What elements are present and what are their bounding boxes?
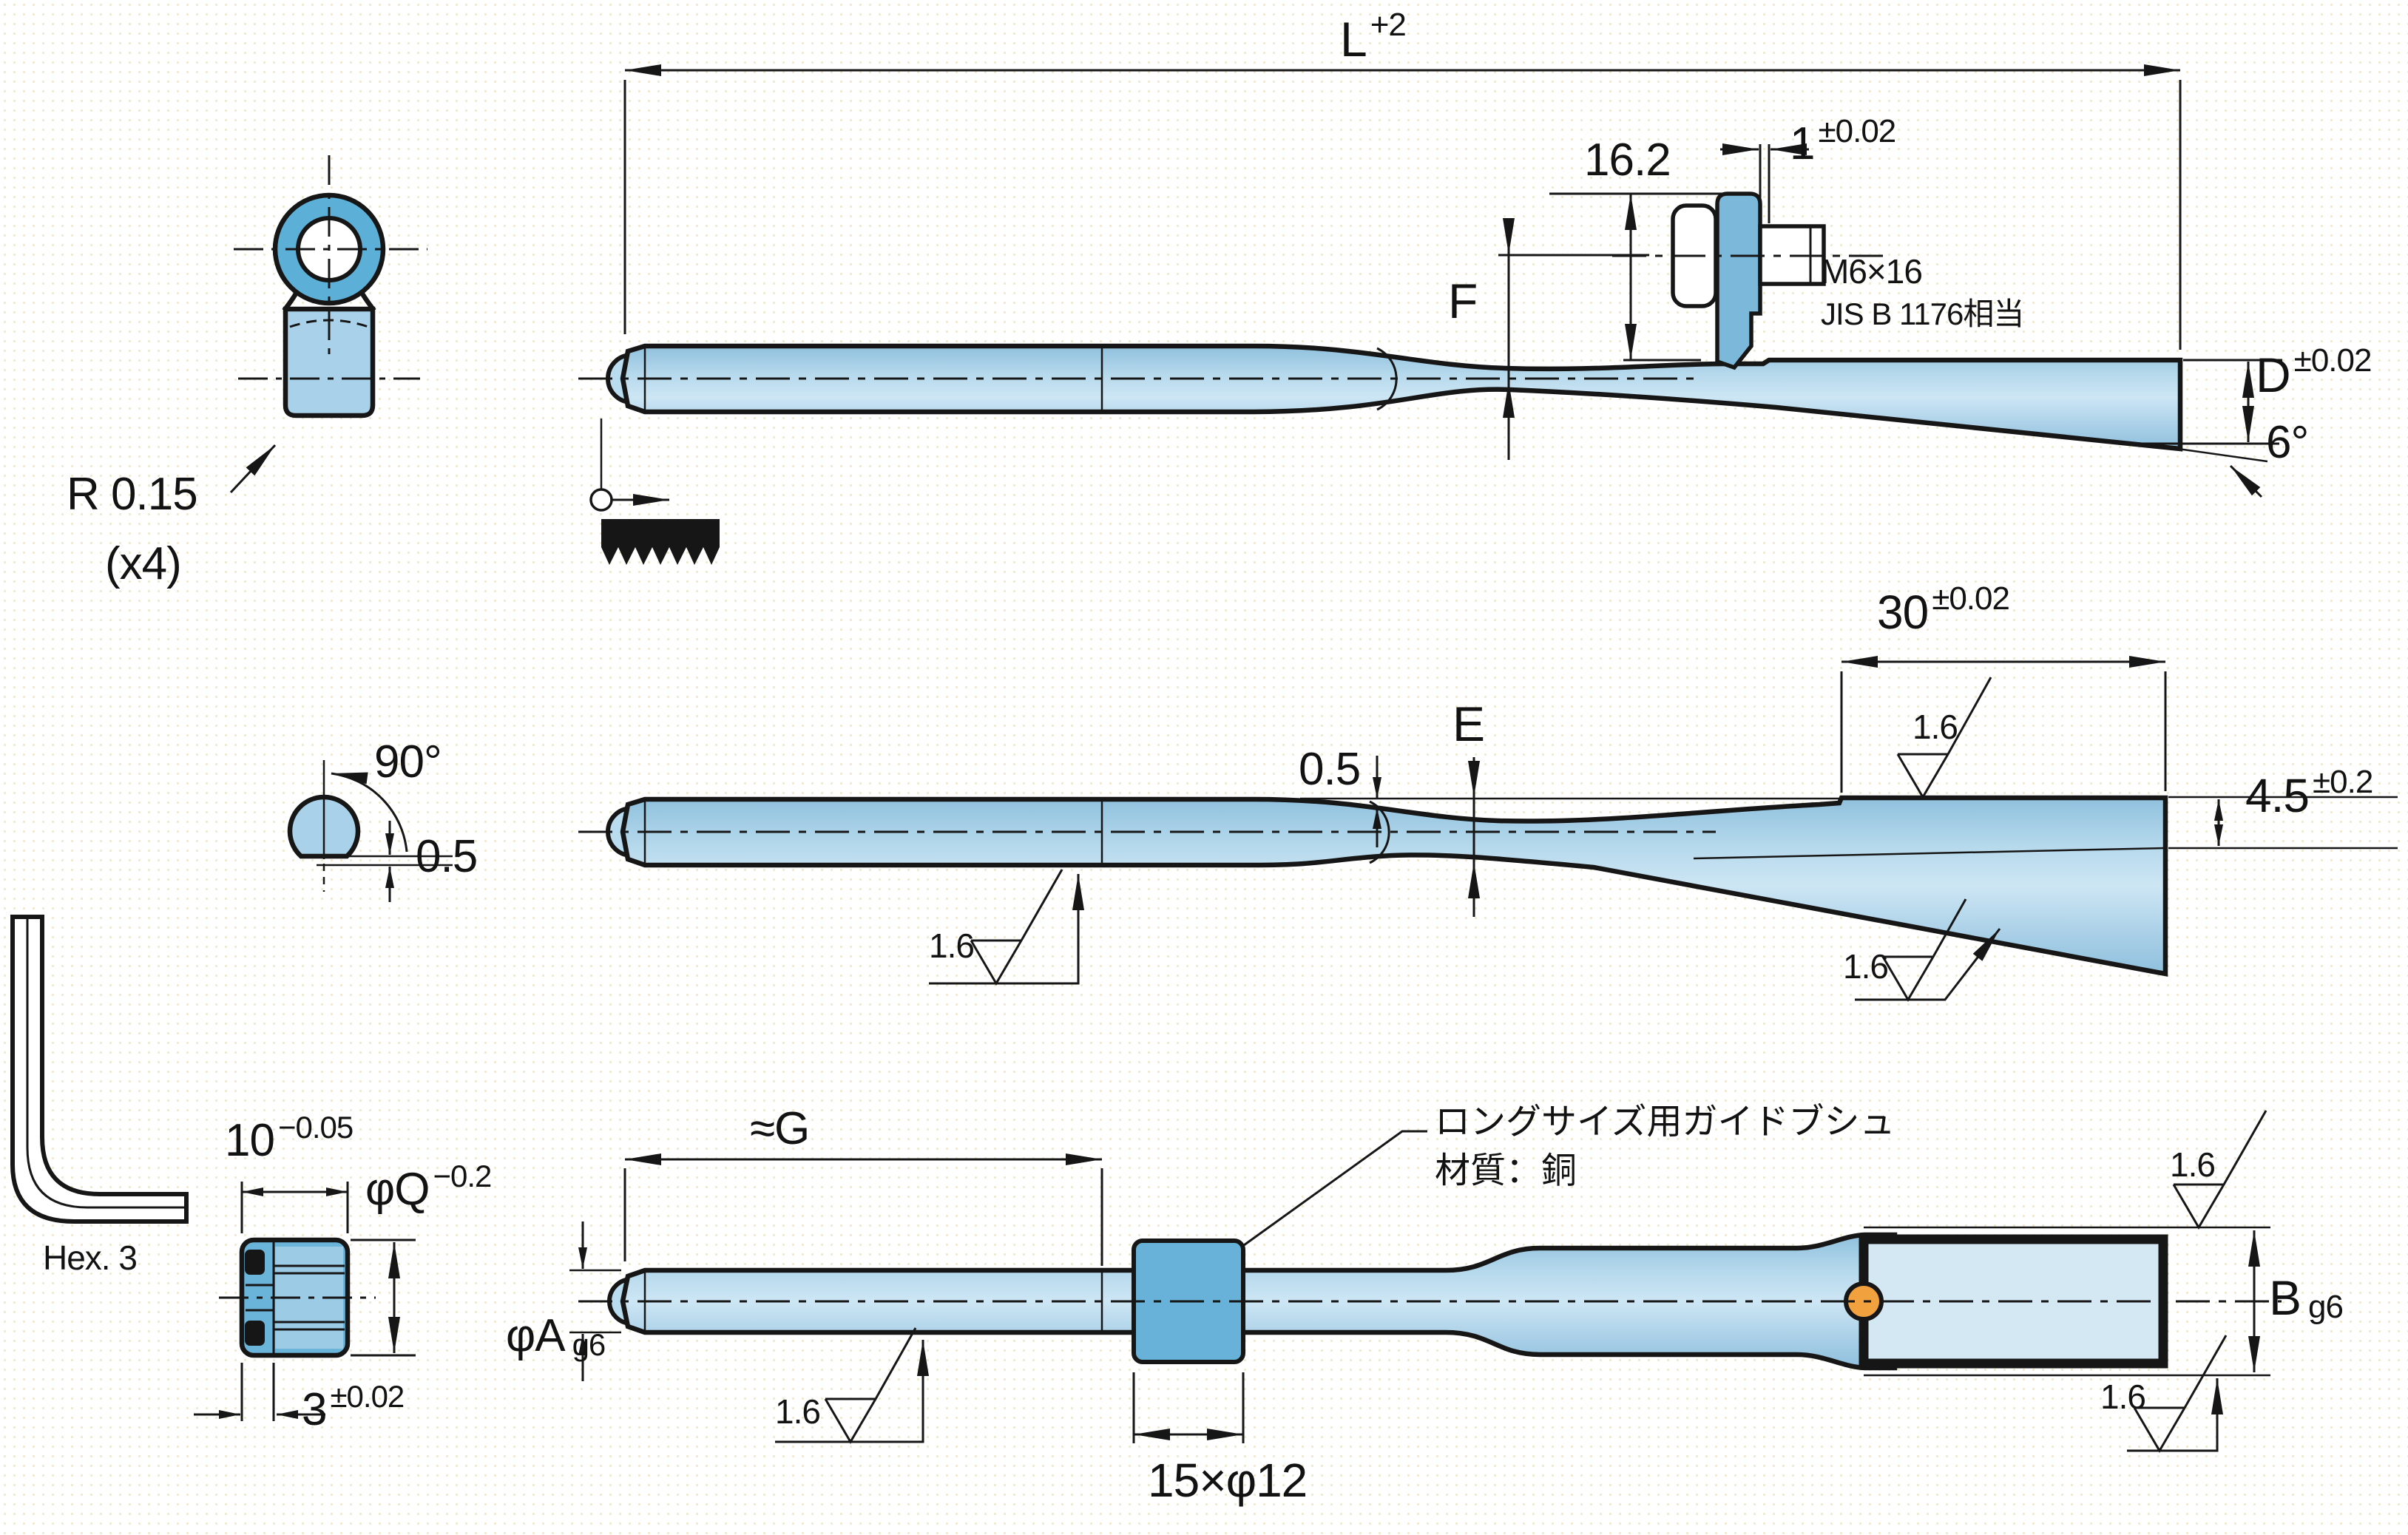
detail-eye <box>229 155 427 494</box>
dim-center-offset <box>1498 218 1649 460</box>
label-flat-depth: 0.5 <box>416 831 478 882</box>
label-dim-3: 3±0.02 <box>302 1379 405 1435</box>
label-dim-4-5: 4.5±0.2 <box>2245 764 2373 822</box>
label-dim-bush-size: 15×φ12 <box>1148 1454 1308 1507</box>
dim-shank-height <box>2137 359 2282 445</box>
datum-symbol <box>589 419 720 565</box>
neck-relief-arc <box>1369 800 1390 864</box>
tongue-underside-line <box>1693 847 2164 860</box>
label-dim-f: F <box>1448 274 1478 328</box>
surface-finish-left <box>929 869 1084 986</box>
label-dim-step: 0.5 <box>1299 744 1361 795</box>
dim-bush-wall <box>194 1363 325 1421</box>
serrated-block-icon <box>601 519 720 565</box>
shaft-profile <box>620 343 2183 452</box>
label-finish-mid-left: 1.6 <box>929 926 975 965</box>
label-dim-e: E <box>1452 697 1485 751</box>
surface-finish-top <box>1896 677 1992 799</box>
dim-guide-length <box>623 1153 1103 1266</box>
label-bolt-standard: JIS B 1176相当 <box>1821 297 2024 331</box>
dim-bush-length <box>240 1182 349 1233</box>
label-bolt-spec: M6×16 <box>1821 252 1923 291</box>
angle-arc <box>331 772 408 853</box>
label-radius-count: (x4) <box>105 538 182 589</box>
surface-finish-left <box>775 1327 929 1444</box>
bush-callout-leader <box>1243 1130 1427 1247</box>
label-dim-16-2: 16.2 <box>1584 135 1671 186</box>
label-dim-d: D±0.02 <box>2256 342 2372 402</box>
label-dim-q: φQ−0.2 <box>365 1159 492 1215</box>
label-finish-bot-botright: 1.6 <box>2100 1378 2146 1416</box>
label-dim-30: 30±0.02 <box>1877 580 2010 639</box>
detail-bush-section <box>194 1182 416 1421</box>
hex-key <box>10 915 189 1224</box>
label-angle-90: 90° <box>374 736 442 787</box>
label-bush-callout-1: ロングサイズ用ガイドブシュ <box>1435 1102 1895 1142</box>
label-hex-key: Hex. 3 <box>43 1238 138 1277</box>
label-dim-clamp-gap: 1±0.02 <box>1790 113 1896 169</box>
bush-corner-insert-top <box>245 1250 265 1275</box>
surface-finish-bottom <box>1855 898 2001 1002</box>
surface-finish-top-right <box>2172 1110 2267 1230</box>
dim-overall-length <box>623 64 2182 350</box>
dim-bush-outer-dia <box>351 1238 416 1357</box>
hex-key-facet-line <box>26 917 186 1209</box>
label-dim-6deg: 6° <box>2266 417 2309 468</box>
label-finish-bot-topright: 1.6 <box>2170 1145 2216 1184</box>
shaft-profile <box>620 795 2168 977</box>
label-finish-mid-top: 1.6 <box>1912 708 1958 746</box>
dim-taper-angle <box>2172 447 2268 498</box>
dim-clamp-gap <box>1720 143 1809 223</box>
label-finish-bot-left: 1.6 <box>775 1392 821 1431</box>
dim-16-2 <box>1549 192 1723 362</box>
eye-stem <box>283 306 376 419</box>
detail-flat-section <box>287 760 453 902</box>
view-bottom <box>569 1110 2282 1453</box>
label-bush-callout-2: 材質：銅 <box>1435 1151 1577 1190</box>
label-radius: R 0.15 <box>67 469 198 520</box>
radius-leader <box>229 444 277 494</box>
label-dim-g: ≈G <box>750 1103 810 1154</box>
dim-flat-length <box>1840 656 2167 793</box>
dim-tip-thickness <box>2168 796 2398 850</box>
clamp-block <box>1715 192 1762 370</box>
dim-shaft-dia <box>569 1221 621 1381</box>
hex-key-outline <box>10 915 189 1224</box>
label-finish-mid-bottom: 1.6 <box>1843 947 1889 986</box>
dim-bush-size <box>1132 1372 1245 1443</box>
surface-finish-bottom-right <box>2127 1335 2228 1453</box>
label-dim-10: 10−0.05 <box>225 1110 354 1166</box>
label-dim-length: L+2 <box>1340 7 1407 67</box>
view-middle <box>578 656 2398 1002</box>
view-top <box>578 64 2282 565</box>
bush-corner-insert-bottom <box>245 1321 265 1346</box>
